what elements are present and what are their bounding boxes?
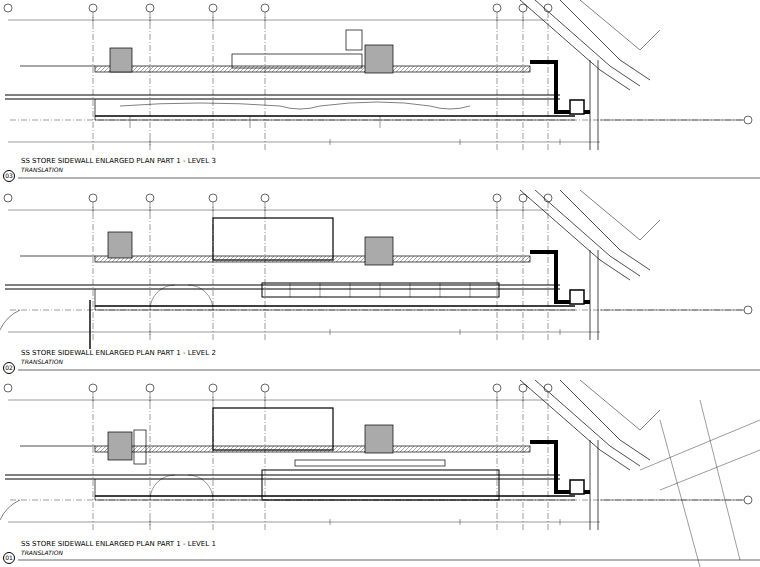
view-title: SS STORE SIDEWALL ENLARGED PLAN PART 1 -…	[20, 540, 217, 548]
view-title: SS STORE SIDEWALL ENLARGED PLAN PART 1 -…	[20, 349, 217, 357]
view-number-circle: 03	[3, 170, 15, 182]
view-number-circle: 01	[3, 552, 15, 564]
scale-note: TRANSLATION	[20, 549, 64, 556]
scale-note: TRANSLATION	[20, 358, 64, 365]
view-number-circle: 02	[3, 362, 15, 374]
scale-note: TRANSLATION	[20, 166, 64, 173]
view-number: 01	[5, 555, 13, 561]
view-number: 03	[5, 173, 13, 179]
view-title: SS STORE SIDEWALL ENLARGED PLAN PART 1 -…	[20, 157, 217, 165]
view-number: 02	[5, 365, 13, 371]
